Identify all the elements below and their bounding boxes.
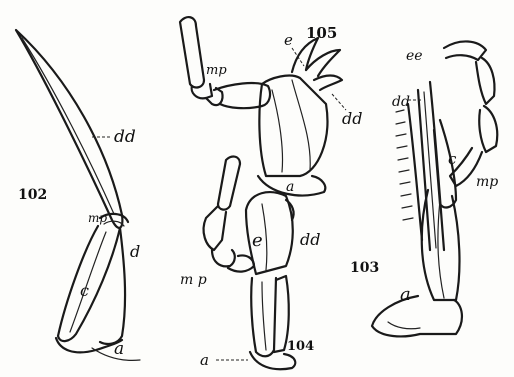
figure-102-label-d: d bbox=[130, 242, 140, 261]
figure-105-label-dd: dd bbox=[342, 109, 362, 128]
figure-103-label-c: c bbox=[448, 150, 457, 168]
figure-102-label-mp: mp bbox=[88, 211, 107, 225]
figure-104-label-a: a bbox=[200, 351, 209, 369]
figure-105-appendage bbox=[180, 17, 342, 195]
figure-105-label-mp: mp bbox=[206, 63, 227, 78]
figure-104-label-dd: dd bbox=[300, 230, 320, 249]
figure-102-number: 102 bbox=[18, 187, 47, 203]
figure-104-label-mp: m p bbox=[180, 272, 207, 288]
figure-102-label-dd: dd bbox=[114, 127, 136, 147]
figure-105-label-e: e bbox=[284, 31, 293, 49]
figure-103-number: 103 bbox=[350, 260, 379, 276]
figure-103-label-a: a bbox=[400, 284, 411, 305]
figure-105-number: 105 bbox=[306, 24, 337, 42]
figure-102-label-c: c bbox=[80, 281, 89, 300]
figure-102-label-a: a bbox=[114, 339, 124, 359]
figure-103-label-ee: ee bbox=[406, 48, 423, 64]
figure-104-label-e: e bbox=[252, 230, 263, 251]
figure-104-number: 104 bbox=[287, 339, 314, 354]
figure-105-label-a: a bbox=[286, 179, 294, 195]
figure-103-label-dd: dd bbox=[392, 94, 410, 110]
figure-103-label-mp: mp bbox=[476, 174, 498, 190]
figure-104-appendage bbox=[204, 157, 296, 370]
